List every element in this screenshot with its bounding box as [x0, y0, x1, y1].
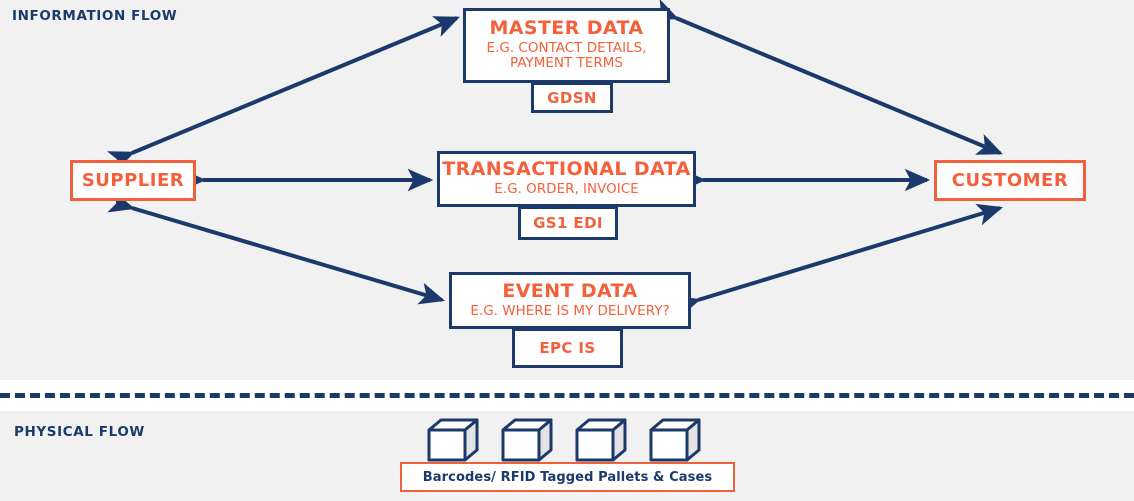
epc-is-standard-box[interactable]: EPC IS: [512, 328, 623, 368]
event-data-title: EVENT DATA: [502, 279, 638, 302]
pallet-cube-icon: [501, 418, 553, 462]
gdsn-standard-box[interactable]: GDSN: [531, 82, 613, 113]
master-data-box[interactable]: MASTER DATA E.G. CONTACT DETAILS, PAYMEN…: [463, 8, 670, 83]
customer-label: CUSTOMER: [951, 170, 1069, 191]
barcodes-caption: Barcodes/ RFID Tagged Pallets & Cases: [422, 469, 713, 485]
gdsn-label: GDSN: [547, 88, 597, 107]
transactional-data-box[interactable]: TRANSACTIONAL DATA E.G. ORDER, INVOICE: [437, 151, 696, 207]
master-data-title: MASTER DATA: [489, 16, 644, 39]
pallet-cube-icon: [649, 418, 701, 462]
transactional-data-subtitle: E.G. ORDER, INVOICE: [494, 181, 639, 197]
supplier-box[interactable]: SUPPLIER: [70, 160, 196, 201]
gs1-edi-standard-box[interactable]: GS1 EDI: [518, 206, 618, 240]
epc-is-label: EPC IS: [539, 339, 596, 357]
master-data-subtitle-line1: E.G. CONTACT DETAILS,: [486, 39, 647, 56]
transactional-data-title: TRANSACTIONAL DATA: [442, 158, 691, 181]
pallet-cube-icon: [575, 418, 627, 462]
information-flow-label: INFORMATION FLOW: [12, 8, 178, 24]
flow-divider: [0, 393, 1134, 398]
customer-box[interactable]: CUSTOMER: [934, 160, 1086, 201]
event-data-subtitle: E.G. WHERE IS MY DELIVERY?: [470, 302, 670, 319]
pallet-cube-icon: [427, 418, 479, 462]
physical-flow-label: PHYSICAL FLOW: [14, 424, 145, 440]
master-data-subtitle: E.G. CONTACT DETAILS, PAYMENT TERMS: [486, 39, 647, 73]
gs1-edi-label: GS1 EDI: [533, 214, 603, 232]
supplier-label: SUPPLIER: [81, 170, 185, 191]
master-data-subtitle-line2: PAYMENT TERMS: [510, 55, 623, 72]
pallet-cube-row: [425, 418, 715, 464]
event-data-box[interactable]: EVENT DATA E.G. WHERE IS MY DELIVERY?: [449, 272, 691, 329]
barcodes-caption-box[interactable]: Barcodes/ RFID Tagged Pallets & Cases: [400, 462, 735, 492]
